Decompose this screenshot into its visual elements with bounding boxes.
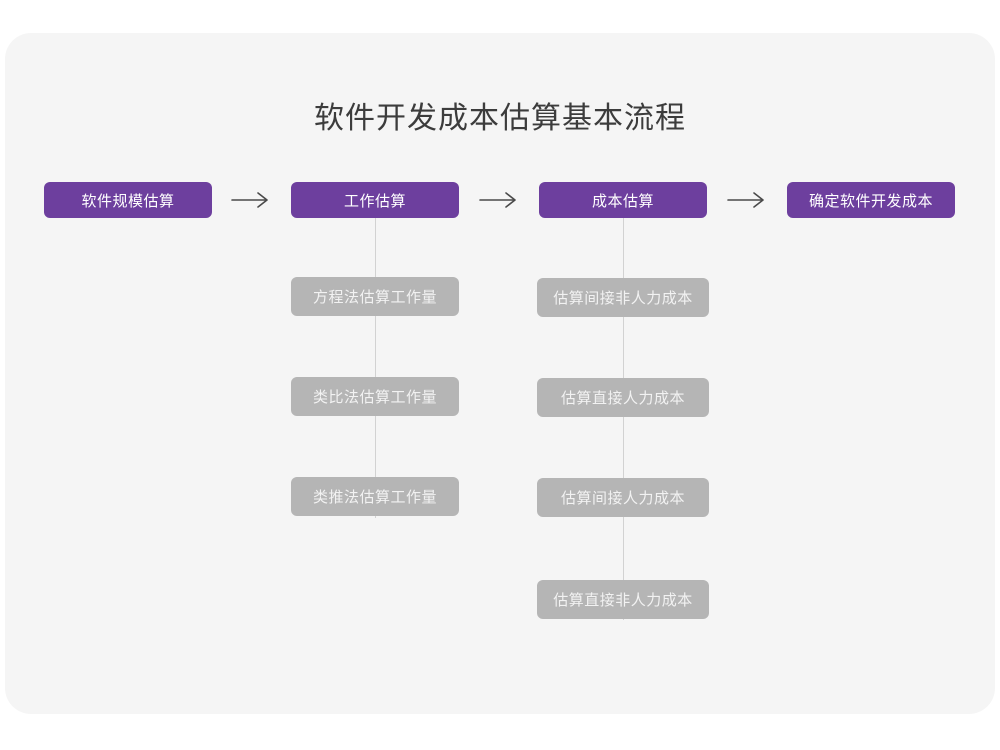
diagram-card: 软件开发成本估算基本流程: [5, 33, 995, 714]
arrow-right-icon-3: [724, 182, 770, 218]
branch-2-item-1[interactable]: 估算间接非人力成本: [537, 278, 709, 317]
flow-step-cost-estimation[interactable]: 成本估算: [539, 182, 707, 218]
branch-1-item-1[interactable]: 方程法估算工作量: [291, 277, 459, 316]
branch-2-item-2[interactable]: 估算直接人力成本: [537, 378, 709, 417]
flow-step-software-size-estimation[interactable]: 软件规模估算: [44, 182, 212, 218]
branch-2-item-3[interactable]: 估算间接人力成本: [537, 478, 709, 517]
branch-connector-line-2: [623, 218, 624, 620]
branch-1-item-2[interactable]: 类比法估算工作量: [291, 377, 459, 416]
branch-1-item-3[interactable]: 类推法估算工作量: [291, 477, 459, 516]
branch-connector-line-1: [375, 218, 376, 518]
flow-step-determine-development-cost[interactable]: 确定软件开发成本: [787, 182, 955, 218]
arrow-right-icon-2: [476, 182, 522, 218]
branch-2-item-4[interactable]: 估算直接非人力成本: [537, 580, 709, 619]
flow-row: 软件规模估算 工作估算 成本估算 确定软件开发成本: [0, 182, 1000, 218]
page-title: 软件开发成本估算基本流程: [314, 102, 686, 135]
arrow-right-icon-1: [228, 182, 274, 218]
flow-step-effort-estimation[interactable]: 工作估算: [291, 182, 459, 218]
